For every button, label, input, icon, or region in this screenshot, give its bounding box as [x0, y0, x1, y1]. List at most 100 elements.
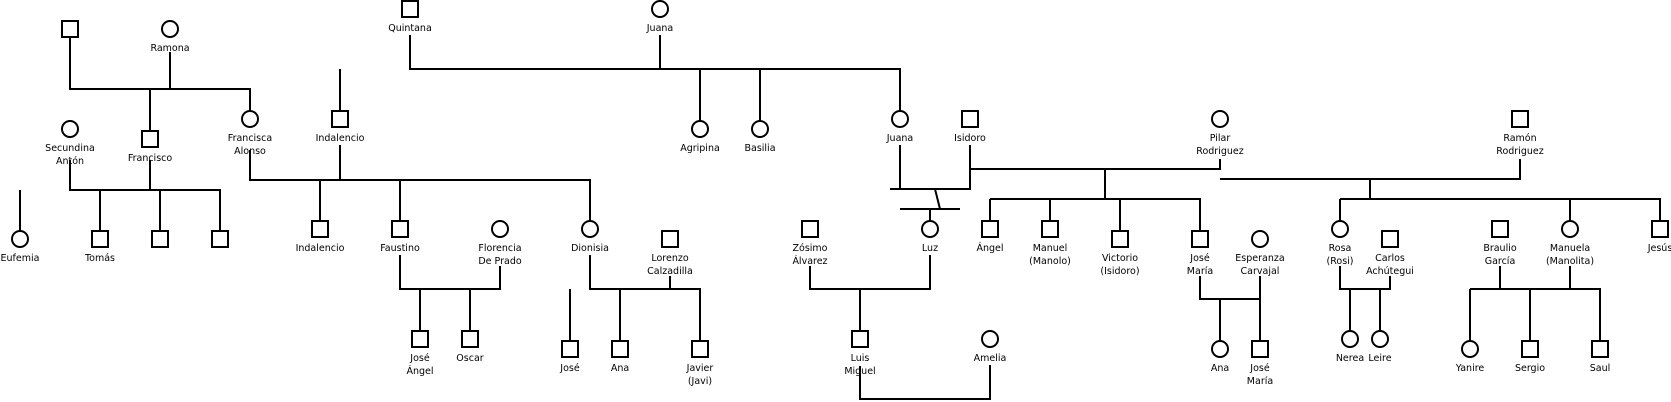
- male-square-icon: [851, 330, 869, 348]
- person-manuel: Manuel (Manolo): [1029, 220, 1071, 267]
- person-name-label: José: [1249, 363, 1270, 374]
- female-circle-icon: [921, 220, 939, 238]
- female-circle-icon: [161, 20, 179, 38]
- person-name-label: Achútegui: [1366, 266, 1414, 277]
- person-name-label: José: [409, 353, 430, 364]
- person-juana-sr: Juana: [646, 0, 674, 34]
- relationship-line: [1199, 276, 1261, 300]
- female-circle-icon: [581, 220, 599, 238]
- male-square-icon: [1591, 340, 1609, 358]
- male-square-icon: [611, 340, 629, 358]
- relationship-line: [1470, 288, 1601, 341]
- female-circle-icon: [1251, 230, 1269, 248]
- male-square-icon: [141, 130, 159, 148]
- person-leire: Leire: [1368, 330, 1392, 364]
- male-square-icon: [691, 340, 709, 358]
- person-name-label: (Manolo): [1029, 256, 1071, 267]
- female-circle-icon: [1371, 330, 1389, 348]
- relationship-line: [589, 255, 701, 341]
- person-oscar: Oscar: [456, 330, 484, 364]
- male-square-icon: [1111, 230, 1129, 248]
- person-sergio: Sergio: [1515, 340, 1545, 374]
- person-p-unk1: [61, 20, 79, 38]
- person-name-label: Antón: [56, 156, 84, 167]
- male-square-icon: [1651, 220, 1669, 238]
- male-square-icon: [1041, 220, 1059, 238]
- person-name-label: Saul: [1590, 363, 1611, 374]
- person-name-label: Oscar: [456, 353, 483, 364]
- male-square-icon: [961, 110, 979, 128]
- person-name-label: Zósimo: [793, 243, 828, 254]
- person-name-label: Ana: [1211, 363, 1229, 374]
- male-square-icon: [211, 230, 229, 248]
- person-name-label: José: [559, 363, 580, 374]
- person-name-label: Sergio: [1515, 363, 1545, 374]
- person-name-label: Secundina: [45, 143, 95, 154]
- person-juana: Juana: [886, 110, 914, 144]
- person-name-label: Ana: [611, 363, 629, 374]
- person-name-label: Rodriguez: [1496, 146, 1543, 157]
- male-square-icon: [981, 220, 999, 238]
- female-circle-icon: [1211, 340, 1229, 358]
- person-name-label: Ramona: [150, 43, 189, 54]
- person-ana-jm: Ana: [1211, 340, 1229, 374]
- female-circle-icon: [691, 120, 709, 138]
- female-circle-icon: [11, 230, 29, 248]
- person-name-label: Carlos: [1375, 253, 1405, 264]
- male-square-icon: [1491, 220, 1509, 238]
- person-name-label: Eufemia: [1, 253, 40, 264]
- person-name-label: Juana: [646, 23, 674, 34]
- person-name-label: Ángel: [406, 365, 433, 377]
- person-name-label: Juana: [886, 133, 914, 144]
- person-agripina: Agripina: [680, 120, 720, 154]
- relationship-line: [69, 160, 221, 231]
- female-circle-icon: [241, 110, 259, 128]
- person-nerea: Nerea: [1336, 330, 1364, 364]
- person-name-label: (Manolita): [1546, 256, 1594, 267]
- person-name-label: Pilar: [1210, 133, 1231, 144]
- person-dionisia: Dionisia: [571, 220, 609, 254]
- person-name-label: Francisca: [228, 133, 272, 144]
- person-name-label: Alonso: [234, 146, 266, 157]
- person-jesus: Jesús: [1647, 220, 1671, 254]
- person-name-label: Calzadilla: [647, 266, 693, 277]
- person-p-unk3: [211, 230, 229, 248]
- female-circle-icon: [1331, 220, 1349, 238]
- female-circle-icon: [891, 110, 909, 128]
- person-name-label: Manuel: [1033, 243, 1068, 254]
- male-square-icon: [411, 330, 429, 348]
- male-square-icon: [391, 220, 409, 238]
- person-jose-d: José: [559, 340, 580, 374]
- person-name-label: Dionisia: [571, 243, 609, 254]
- person-javier: Javier(Javi): [686, 340, 713, 387]
- relationship-line: [1339, 266, 1391, 290]
- relationship-line: [249, 150, 591, 221]
- person-name-label: Basilia: [744, 143, 775, 154]
- female-circle-icon: [1461, 340, 1479, 358]
- person-name-label: Ángel: [976, 242, 1003, 254]
- male-square-icon: [1191, 230, 1209, 248]
- person-name-label: María: [1247, 376, 1273, 387]
- person-name-label: Faustino: [380, 243, 420, 254]
- person-name-label: Rosa: [1329, 243, 1352, 254]
- person-quintana: Quintana: [388, 0, 432, 34]
- person-name-label: Luz: [922, 243, 938, 254]
- person-name-label: Ramón: [1503, 133, 1536, 144]
- person-name-label: Florencia: [478, 243, 521, 254]
- person-rosa: Rosa (Rosi): [1327, 220, 1354, 267]
- female-circle-icon: [651, 0, 669, 18]
- person-name-label: (Rosi): [1327, 256, 1354, 267]
- person-basilia: Basilia: [744, 120, 776, 154]
- female-circle-icon: [981, 330, 999, 348]
- person-victorio: Victorio(Isidoro): [1100, 230, 1140, 277]
- person-p-unk2: [151, 230, 169, 248]
- female-circle-icon: [1211, 110, 1229, 128]
- male-square-icon: [91, 230, 109, 248]
- relationship-line: [990, 198, 1201, 231]
- relationship-lines: [19, 35, 1661, 400]
